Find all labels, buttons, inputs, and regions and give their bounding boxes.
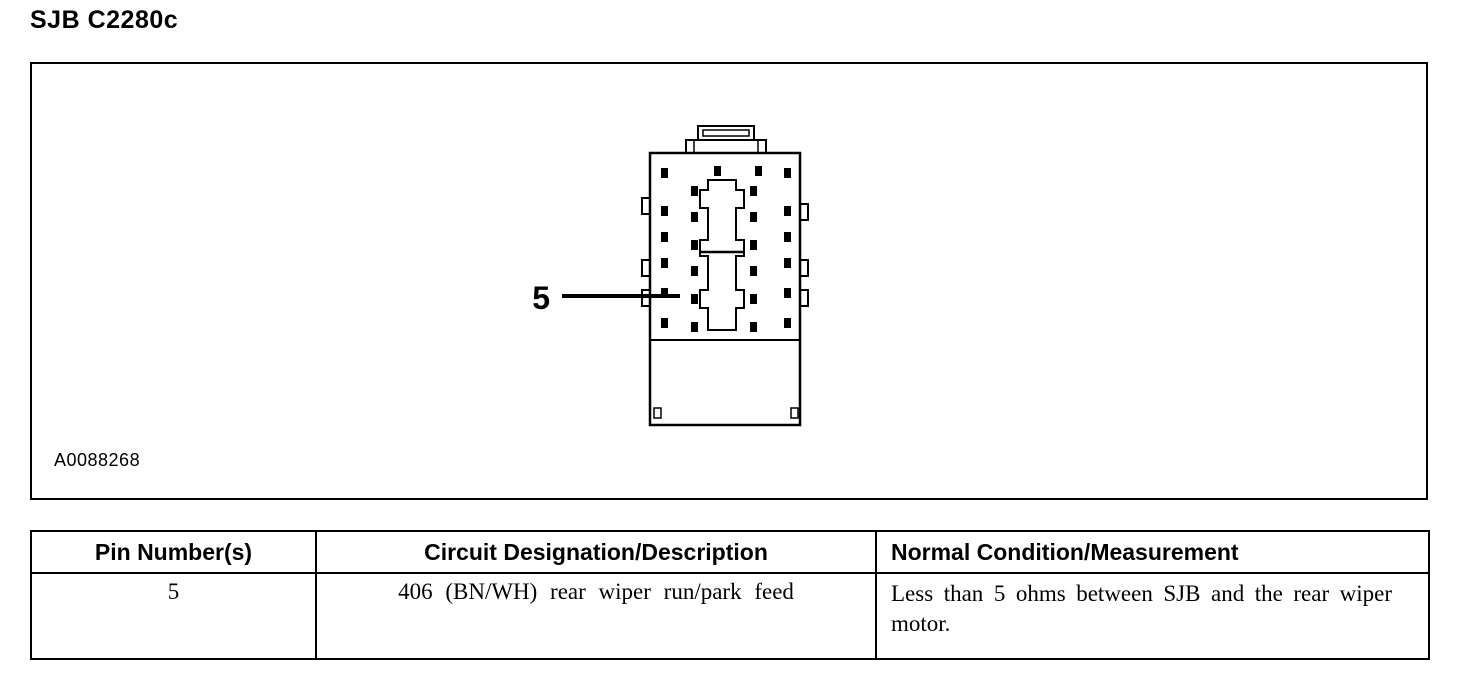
connector-pin [661,258,668,268]
connector-pin [691,240,698,250]
connector-pin [750,294,757,304]
connector-pin [691,212,698,222]
page-title: SJB C2280c [30,6,179,34]
connector-pin [691,294,698,304]
table-row: 5 406 (BN/WH) rear wiper run/park feed L… [30,572,1430,660]
figure-code: A0088268 [54,450,141,470]
connector-pin [661,232,668,242]
connector-pin [750,322,757,332]
connector-bottom-notches [653,407,799,419]
cell-normal-condition: Less than 5 ohms between SJB and the rea… [875,572,1430,660]
connector-pin [784,318,791,328]
connector-pin [784,288,791,298]
connector-diagram: 5 [532,125,809,427]
connector-pin [784,168,791,178]
connector-pin [661,318,668,328]
connector-pin [691,266,698,276]
col-header-normal-condition: Normal Condition/Measurement [875,530,1430,574]
connector-latch-top [685,125,767,154]
cell-pin-number: 5 [30,572,317,660]
connector-pin [750,212,757,222]
connector-center-key [699,179,745,331]
col-header-pin-number: Pin Number(s) [30,530,317,574]
connector-pin [784,206,791,216]
figure-panel: 5 A0088268 [30,62,1428,500]
connector-body [648,151,802,427]
connector-pin [661,168,668,178]
callout-label: 5 [532,280,550,316]
connector-pin [784,232,791,242]
pin-table: Pin Number(s) Circuit Designation/Descri… [30,530,1430,660]
connector-pin [755,166,762,176]
connector-pin [661,288,668,298]
connector-pin [691,186,698,196]
cell-circuit-designation: 406 (BN/WH) rear wiper run/park feed [315,572,877,660]
connector-pin [750,266,757,276]
connector-pin [661,206,668,216]
connector-pin [750,186,757,196]
connector-pin [714,166,721,176]
col-header-circuit-designation: Circuit Designation/Description [315,530,877,574]
connector-pin [784,258,791,268]
connector-pin [750,240,757,250]
connector-pin [691,322,698,332]
connector-side-bumps [641,197,809,307]
table-header-row: Pin Number(s) Circuit Designation/Descri… [30,530,1430,574]
connector-pins [661,166,791,332]
